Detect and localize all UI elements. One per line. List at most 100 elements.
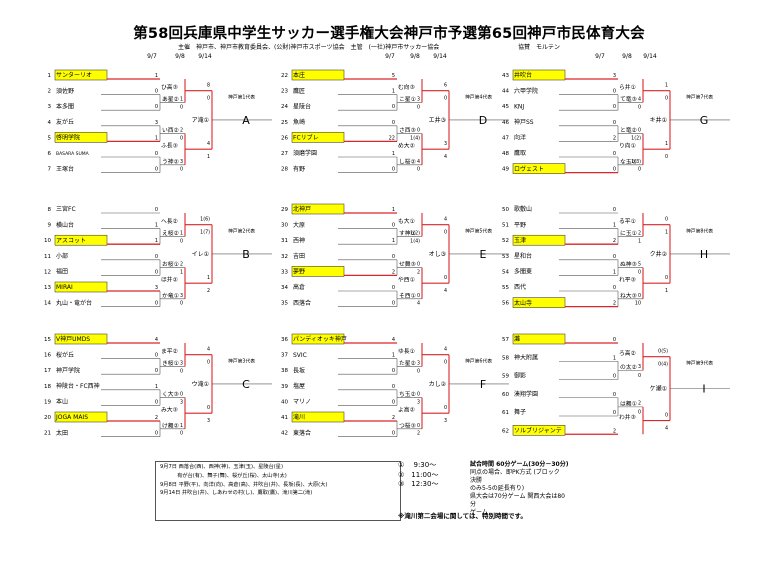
team-score: 0 (392, 431, 395, 437)
round1-match-label: せ舞③ (399, 260, 416, 268)
final-match-label: ウ滝① (192, 380, 209, 388)
team-seed-number: 17 (44, 368, 51, 374)
round2-match-label: る平① (619, 218, 636, 225)
team-seed-number: 24 (281, 104, 288, 110)
round1-score: 0 (417, 293, 420, 299)
team-name: 御影 (514, 372, 526, 380)
team-score: 0 (392, 368, 395, 374)
team-seed-number: 43 (502, 73, 509, 79)
team-seed-number: 12 (44, 269, 51, 275)
block-letter: D (479, 114, 487, 127)
round1-score: 1 (180, 270, 183, 276)
team-score: 0 (392, 223, 395, 229)
round2-score: 0 (207, 405, 210, 411)
round1-score: 1 (638, 238, 641, 244)
team-seed-number: 58 (502, 355, 509, 361)
date-header: 9/8 (175, 53, 185, 60)
round1-score: 0 (417, 128, 420, 134)
team-score: 0 (613, 167, 616, 173)
final-match-label: オし③ (429, 251, 446, 258)
round1-score: 3 (180, 159, 183, 165)
round1-score: 0 (417, 423, 420, 429)
team-name: V神戸UMDS (56, 335, 90, 343)
round1-match-label: う神② (162, 157, 179, 165)
team-seed-number: 44 (502, 89, 509, 95)
special-time-notice: ※滝川第二会場に関しては、特別時間です。 (398, 512, 527, 520)
team-name: サンターリオ (56, 71, 92, 79)
match-rule-line: のみ5-5の延長有り) (470, 485, 525, 492)
team-name: ソルブリジャンテ (514, 426, 562, 434)
round2-match-label: ほ井② (161, 276, 178, 284)
team-highlight-box (291, 203, 345, 215)
round1-score: 2 (180, 128, 183, 134)
team-highlight-box (291, 132, 345, 143)
round1-match-label: け舞② (162, 421, 179, 429)
round1-match-label: た星② (399, 360, 416, 367)
team-name: 太田 (56, 429, 68, 437)
team-name: 三宮FC (56, 205, 76, 213)
team-seed-number: 20 (44, 415, 51, 421)
round2-score: 4 (207, 347, 210, 353)
team-name: 神大附属 (514, 353, 538, 361)
team-seed-number: 30 (281, 223, 288, 229)
team-seed-number: 52 (502, 238, 509, 244)
round1-match-label: き桜① (162, 359, 179, 367)
date-header: 9/7 (595, 53, 605, 60)
final-match-label: ク井② (650, 250, 668, 258)
team-score: 1 (613, 223, 616, 229)
round1-match-label: な玉③ (620, 158, 637, 165)
team-score: 1 (155, 135, 158, 141)
round1-match-label: し桜② (399, 157, 416, 165)
team-name: 須磨学園 (293, 149, 317, 157)
team-score: 0 (392, 120, 395, 126)
team-name: 鷹匠 (293, 87, 305, 95)
team-name: BASARA SUMA (56, 151, 90, 157)
team-score: 1 (155, 238, 158, 244)
team-score: 0 (613, 337, 616, 343)
team-score: 0 (392, 285, 395, 291)
team-name: 東落合 (293, 429, 311, 437)
team-name: 吉田 (293, 253, 305, 260)
round1-score: 1 (180, 231, 183, 237)
round2-score: 1 (665, 230, 668, 236)
representative-label: 神戸第4代表 (465, 94, 492, 101)
team-score: 0 (392, 301, 395, 307)
team-name: 友が丘 (56, 118, 74, 126)
team-highlight-box (512, 297, 566, 308)
team-name: 平野 (514, 221, 526, 229)
kickoff-times: ① 9:30～ ② 11:00～ ③ 12:30～ (398, 461, 438, 490)
round2-score: 3 (444, 141, 447, 147)
team-name: 福田 (56, 268, 68, 276)
team-name: 北神戸 (293, 205, 311, 213)
round1-score: 0 (638, 128, 641, 134)
round2-score: 1(6) (200, 217, 210, 223)
team-name: 滝川 (293, 413, 305, 421)
team-seed-number: 55 (502, 285, 509, 291)
block-letter: C (242, 378, 250, 391)
round1-score: 0 (638, 293, 641, 299)
team-seed-number: 61 (502, 410, 509, 416)
match-rule-line: ゲーム (470, 509, 488, 516)
team-seed-number: 4 (48, 120, 52, 126)
round2-score: 4 (444, 347, 447, 353)
team-seed-number: 34 (281, 285, 288, 291)
final-match-label: エ井③ (429, 116, 446, 124)
round2-score: 0 (444, 360, 447, 366)
team-name: 夢野 (293, 268, 305, 276)
team-name: 須佐野 (56, 87, 74, 95)
round1-score: 0 (638, 270, 641, 276)
team-seed-number: 53 (502, 254, 509, 260)
round2-score: 4 (444, 217, 447, 223)
round2-score: 4 (444, 154, 447, 160)
team-score: 0 (613, 89, 616, 95)
team-seed-number: 60 (502, 392, 509, 398)
match-rules: 試合時間 60分ゲーム(30分－30分) 同点の場合、即PK方式 (ブロック決勝… (470, 461, 568, 517)
team-seed-number: 62 (502, 428, 509, 434)
team-highlight-box (512, 234, 566, 246)
round1-match-label: ぬ神③ (620, 260, 637, 268)
round2-score: 0 (665, 275, 668, 281)
date-header: 9/7 (385, 53, 395, 60)
round1-score: 4 (417, 301, 420, 307)
round1-score: 4 (417, 159, 420, 165)
team-highlight-box (512, 69, 566, 81)
